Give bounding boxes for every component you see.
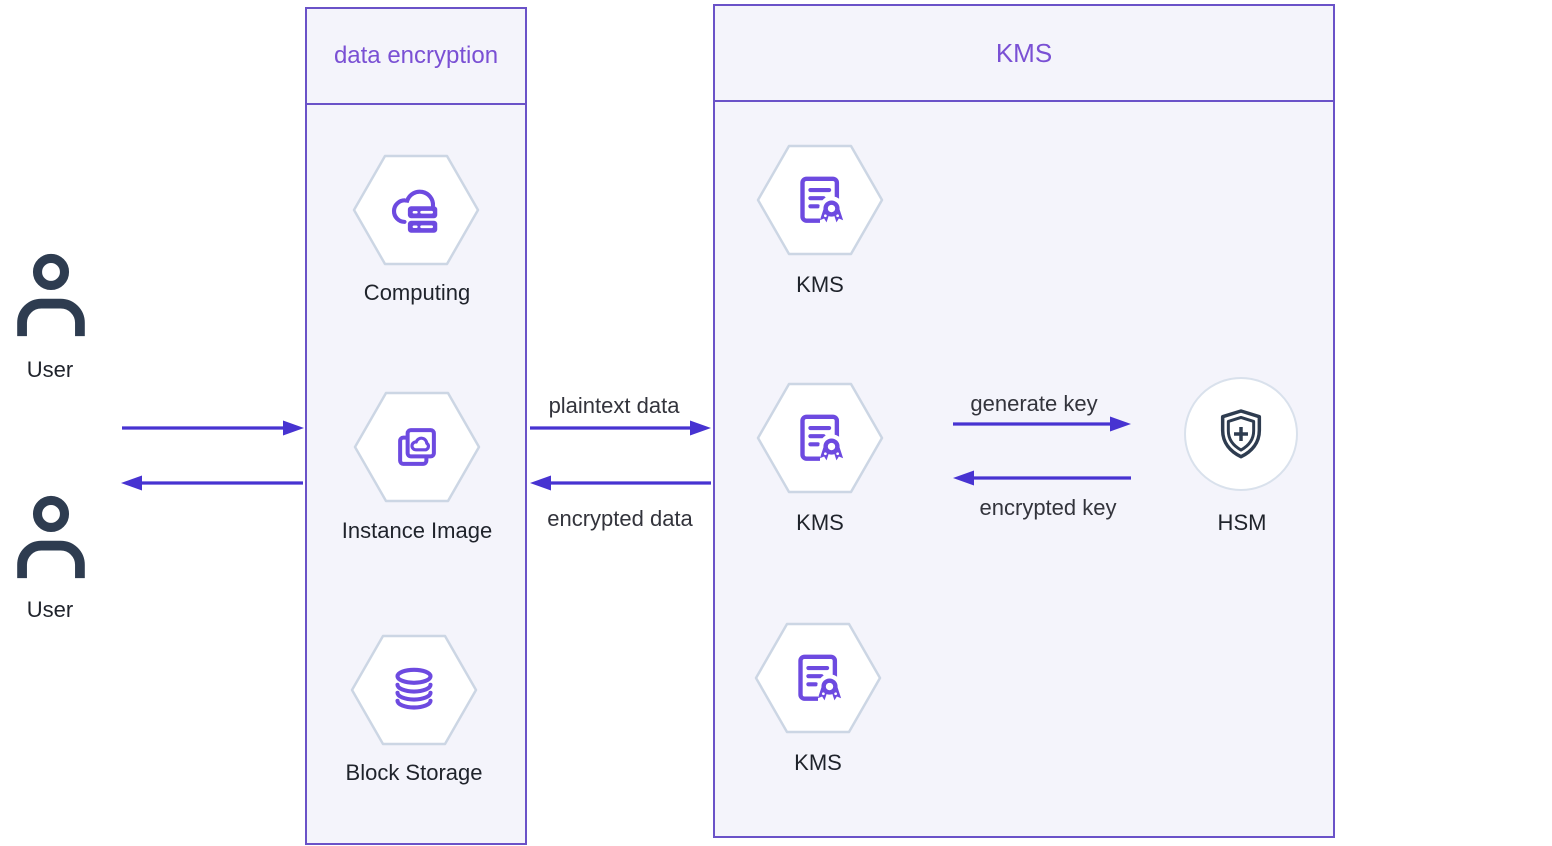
kms-box-header: KMS [715, 6, 1333, 102]
user-label: User [26, 597, 74, 622]
hsm-node [1184, 377, 1298, 491]
computing-label: Computing [363, 280, 471, 305]
certificate-icon [800, 414, 844, 466]
user-label: User [26, 357, 74, 382]
block-storage-label: Block Storage [345, 760, 483, 785]
encrypted-key-label: encrypted key [979, 495, 1117, 520]
database-icon [395, 667, 433, 710]
user-node-2 [12, 492, 90, 588]
generate-key-label: generate key [970, 391, 1098, 416]
arrow-plaintext-data [530, 420, 711, 436]
user-icon [17, 253, 85, 337]
cloud-server-icon [391, 189, 438, 233]
arrow-encrypted-key [953, 470, 1131, 486]
certificate-icon [800, 176, 844, 228]
arrow-encryption-to-user [121, 475, 303, 491]
arrow-user-to-encryption [122, 420, 304, 436]
kms-node-3 [754, 621, 882, 735]
arrow-generate-key [953, 416, 1131, 432]
instance-image-label: Instance Image [341, 518, 493, 543]
certificate-icon [798, 654, 842, 706]
shield-plus-icon [1220, 409, 1262, 459]
instance-image-node [353, 390, 481, 504]
plaintext-data-label: plaintext data [548, 393, 680, 418]
image-copies-icon [398, 428, 436, 466]
kms-node-label: KMS [796, 272, 844, 297]
kms-title: KMS [995, 37, 1053, 68]
hsm-label: HSM [1217, 510, 1267, 535]
data-encryption-box-header: data encryption [307, 9, 525, 105]
computing-node [352, 153, 480, 267]
kms-node-label: KMS [796, 510, 844, 535]
user-node-1 [12, 250, 90, 346]
data-encryption-title: data encryption [333, 42, 499, 69]
encrypted-data-label: encrypted data [547, 506, 693, 531]
user-icon [17, 495, 85, 579]
kms-node-label: KMS [794, 750, 842, 775]
kms-node-2 [756, 381, 884, 495]
block-storage-node [350, 633, 478, 747]
kms-node-1 [756, 143, 884, 257]
arrow-encrypted-data [530, 475, 711, 491]
